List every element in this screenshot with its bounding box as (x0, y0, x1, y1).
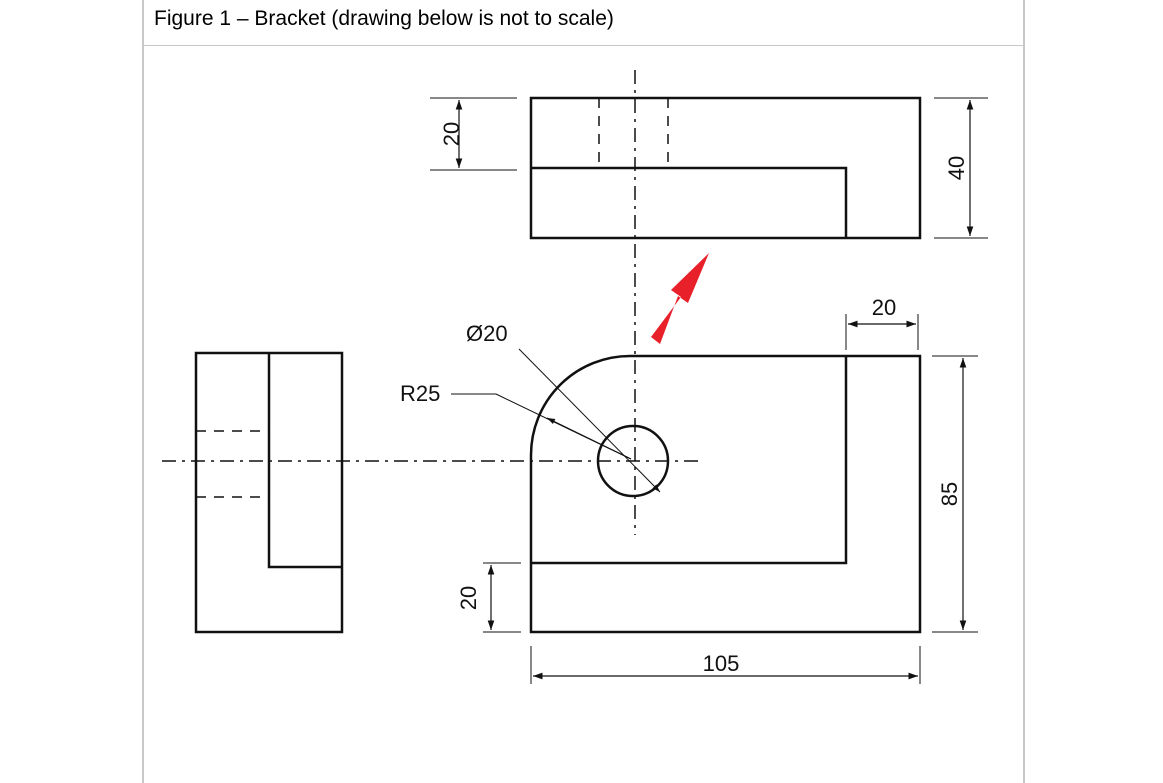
front-view-hole (596, 424, 670, 498)
top-view (529, 96, 922, 240)
dimension-total-height-40: 40 (934, 97, 988, 239)
dim-85-label: 85 (937, 482, 962, 506)
dim-40-label: 40 (944, 156, 969, 180)
dim-top-height-label: 20 (439, 122, 464, 146)
dim-right-width-label: 20 (872, 295, 896, 320)
front-view-step-line (531, 356, 848, 565)
dimension-right-width: 20 (845, 295, 919, 350)
dimension-top-height: 20 (430, 97, 517, 171)
side-view-step-line (267, 353, 342, 569)
figure-caption: Figure 1 – Bracket (drawing below is not… (154, 7, 614, 30)
dim-diameter-label: Ø20 (466, 321, 508, 346)
dimension-overall-height: 85 (932, 355, 978, 633)
dimension-base-height: 20 (456, 562, 521, 633)
dim-base-height-label: 20 (456, 586, 481, 610)
dim-radius-label: R25 (400, 381, 440, 406)
dimension-diameter: Ø20 (466, 321, 661, 493)
arrow-icon (651, 253, 709, 344)
figure-frame: Figure 1 – Bracket (drawing below is not… (142, 0, 1025, 783)
caption-bar: Figure 1 – Bracket (drawing below is not… (144, 0, 1023, 46)
dim-105-label: 105 (703, 651, 740, 676)
front-view (529, 354, 922, 634)
dimension-radius: R25 (400, 381, 632, 460)
side-view (194, 351, 344, 634)
front-view-outline (529, 354, 922, 634)
dimension-overall-width: 105 (530, 646, 921, 684)
top-view-step-line (531, 166, 848, 238)
